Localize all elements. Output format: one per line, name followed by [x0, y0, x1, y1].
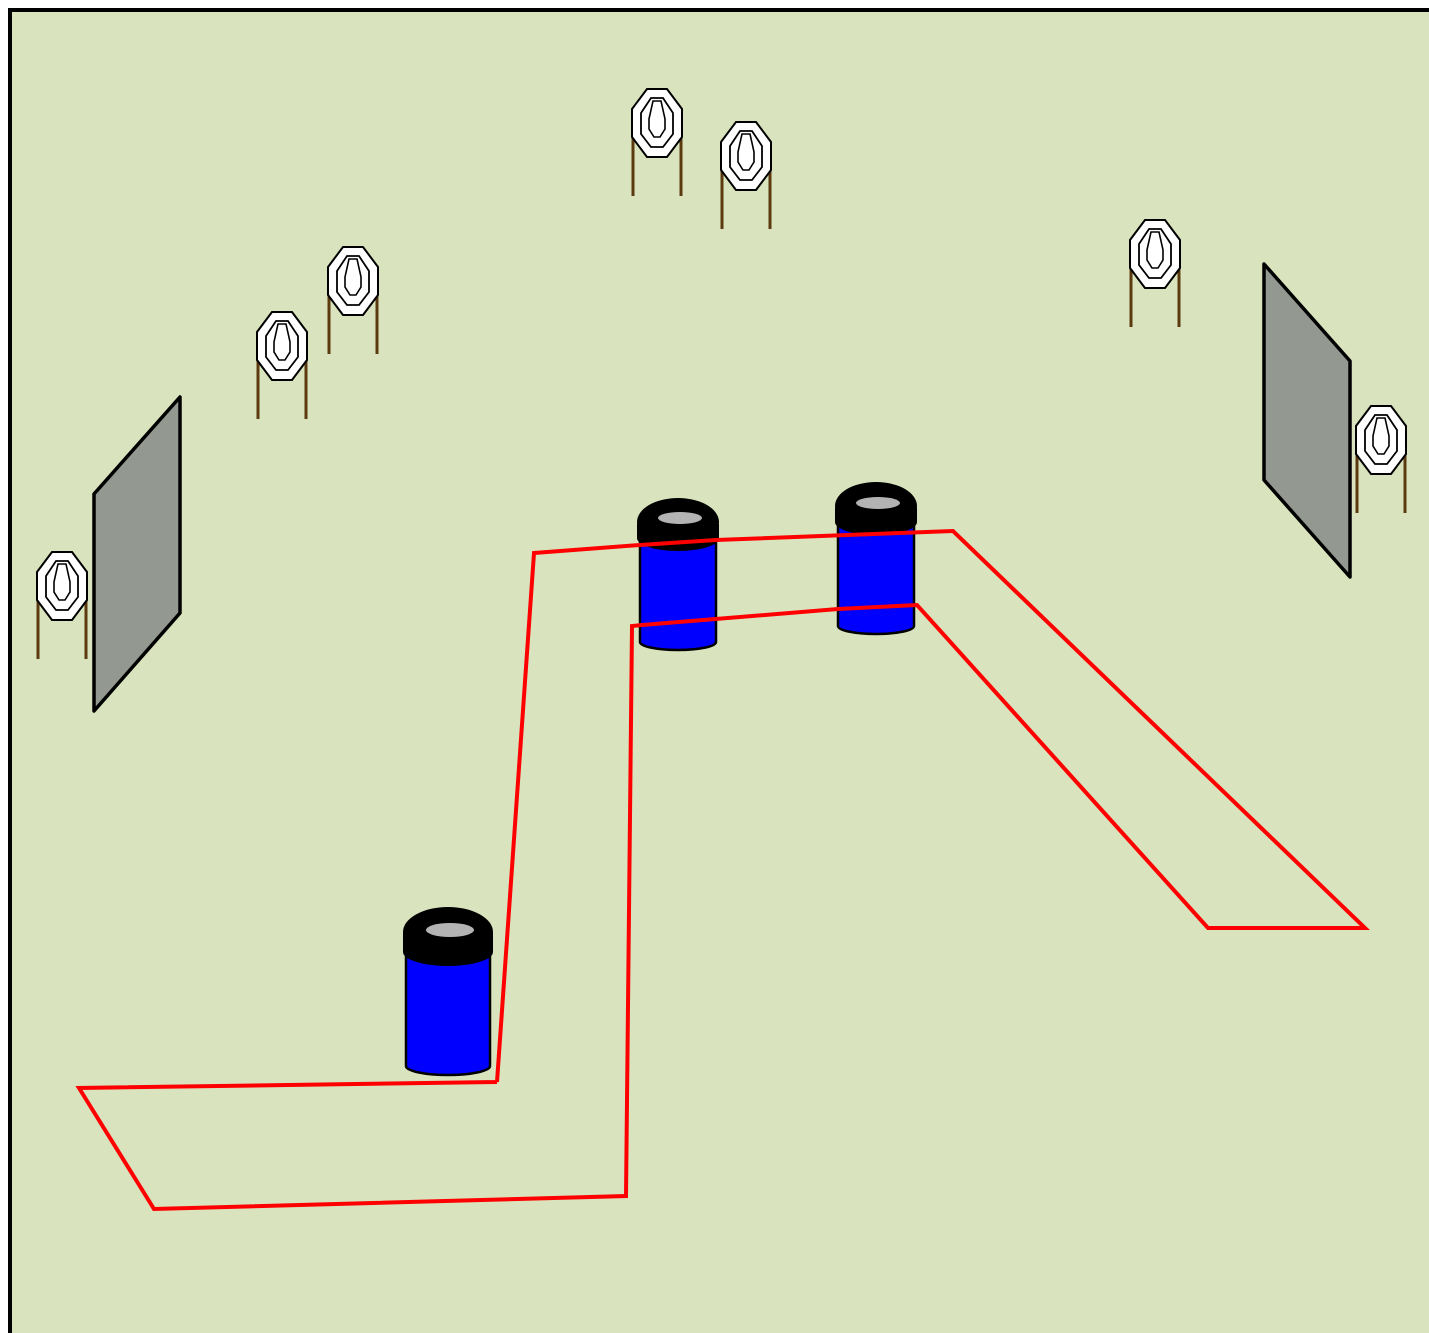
barrel-rear-center	[637, 498, 719, 652]
barrel-rear-right	[835, 482, 917, 636]
ground	[10, 10, 1429, 1333]
right-wall	[1262, 262, 1352, 579]
fault-line	[75, 528, 1370, 1212]
left-wall	[92, 395, 182, 713]
stage-border	[8, 8, 1429, 1333]
barrel-front-left	[403, 907, 493, 1077]
